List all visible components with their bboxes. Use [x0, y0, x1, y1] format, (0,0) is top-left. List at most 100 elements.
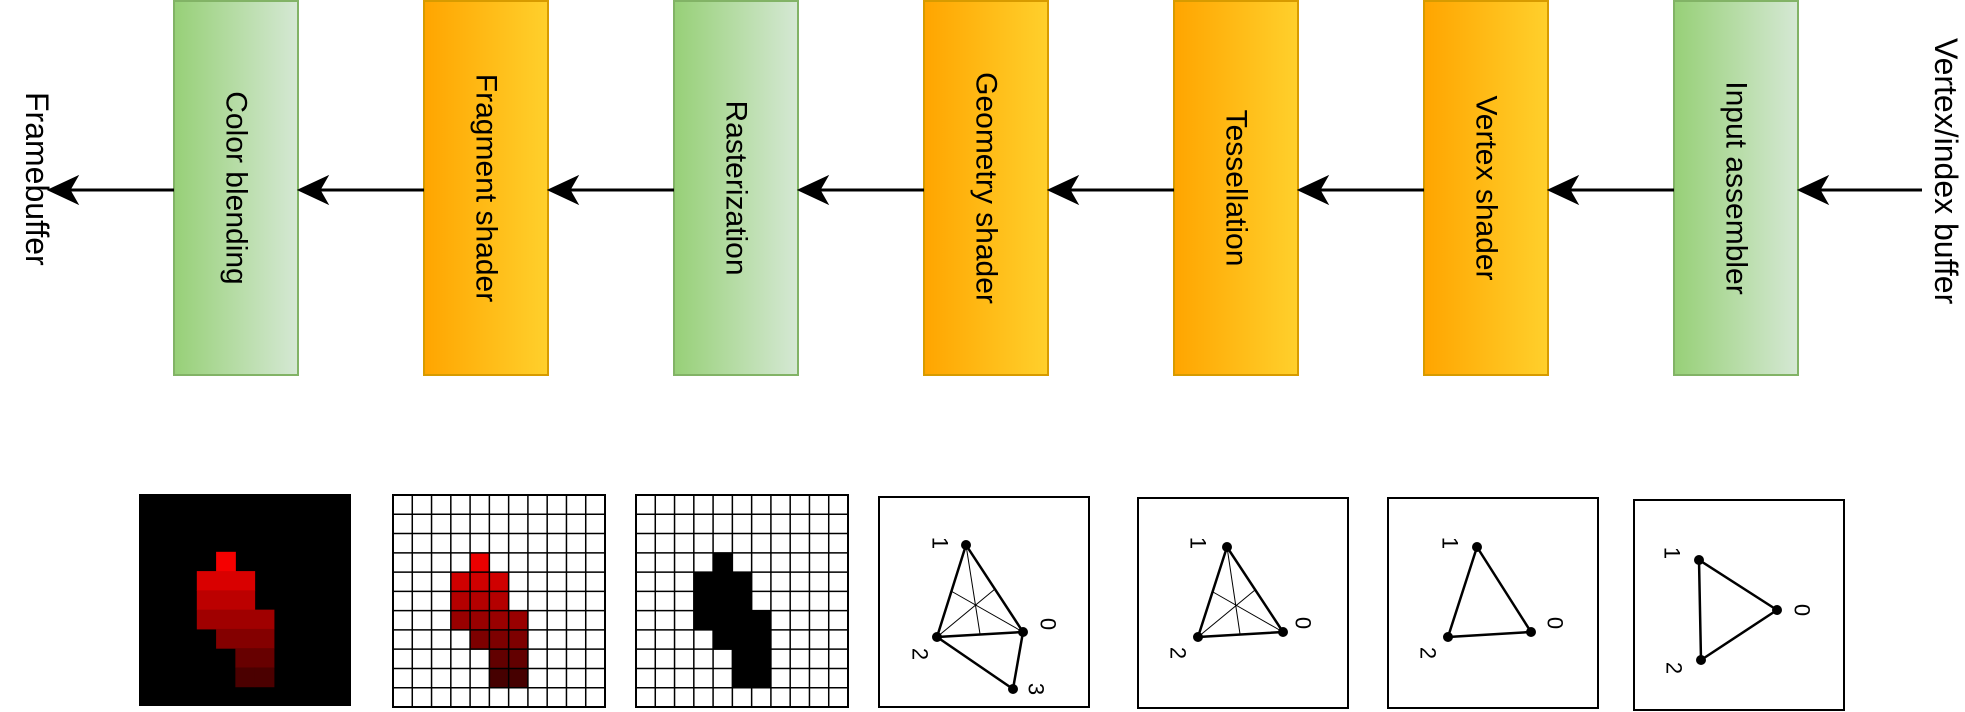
- stage-box: [673, 0, 799, 376]
- vertex-label-0: 0: [1291, 617, 1316, 629]
- vertex-2: [932, 632, 942, 642]
- output-label: Framebuffer: [19, 92, 55, 266]
- pixel-cell: [196, 571, 217, 591]
- pixel-cell: [450, 572, 471, 592]
- stage-box: [923, 0, 1049, 376]
- stage-tessellation: Tessellation: [1173, 0, 1299, 376]
- pixel-cell: [216, 571, 236, 591]
- vertex-1: [1472, 542, 1482, 552]
- pixel-cell: [732, 572, 753, 592]
- vertex-1: [1222, 542, 1232, 552]
- pixel-cell: [732, 649, 753, 669]
- stage-box: [1673, 0, 1799, 376]
- tessellation-lines: [1197, 546, 1284, 638]
- stage-vertex-shader: Vertex shader: [1423, 0, 1549, 376]
- pixel-cell: [713, 572, 733, 592]
- stage-label: Vertex shader: [1470, 95, 1503, 280]
- illustration-frame: [878, 496, 1090, 708]
- pixel-cell: [235, 667, 256, 688]
- pixel-cell: [713, 591, 733, 612]
- vertex-label-3: 3: [1024, 683, 1049, 695]
- vertex-2: [1443, 632, 1453, 642]
- vertex-label-0: 0: [1543, 617, 1568, 629]
- stage-label: Tessellation: [1220, 110, 1253, 267]
- vertex-2: [1193, 632, 1203, 642]
- pixel-cell: [235, 648, 256, 668]
- pixel-cell: [732, 610, 753, 631]
- triangle: [1697, 557, 1780, 663]
- input-label: Vertex/index buffer: [1928, 38, 1964, 305]
- vertex-label-1: 1: [1660, 547, 1685, 559]
- vertex-0: [1526, 627, 1536, 637]
- pixel-cell: [693, 610, 714, 631]
- vertex-3: [1008, 684, 1018, 694]
- pixel-cell: [713, 610, 733, 631]
- pixel-cell: [216, 590, 236, 611]
- pixel-cell: [751, 649, 772, 669]
- pixel-cell: [470, 591, 490, 612]
- pixel-cell: [450, 610, 471, 631]
- illustration-fragment-shader: [392, 494, 606, 708]
- pixel-cell: [693, 572, 714, 592]
- vertex-label-2: 2: [1166, 647, 1191, 659]
- vertex-label-0: 0: [1036, 618, 1061, 630]
- triangle: [1446, 544, 1534, 639]
- arrow-input-to-assembler: [1796, 174, 1922, 206]
- pixel-cell: [216, 609, 236, 630]
- arrow-tessellation-to-geometry: [1046, 174, 1174, 206]
- stage-label: Input assembler: [1720, 81, 1753, 294]
- arrow-blending-to-framebuffer: [46, 174, 174, 206]
- illustration-frame: [1387, 497, 1599, 709]
- pixel-cell: [693, 591, 714, 612]
- pipeline-arrows: [46, 174, 1922, 206]
- pixel-cell: [751, 668, 772, 689]
- vertex-label-1: 1: [1438, 537, 1463, 549]
- pixel-cell: [489, 649, 510, 669]
- vertex-0: [1772, 605, 1782, 615]
- vertex-2: [1696, 655, 1706, 665]
- pixel-cell: [732, 591, 753, 612]
- pixel-cell: [732, 668, 753, 689]
- pixel-cell: [216, 628, 236, 649]
- arrow-rasterization-to-fragment: [546, 174, 674, 206]
- stage-label: Color blending: [220, 91, 253, 284]
- tessellation-lines: [936, 544, 1024, 638]
- stage-input-assembler: Input assembler: [1673, 0, 1799, 376]
- illustration-frame: [1137, 497, 1349, 709]
- stage-box: [173, 0, 299, 376]
- vertex-label-0: 0: [1790, 604, 1815, 616]
- illustration-frame: [1633, 499, 1845, 711]
- arrow-fragment-to-blending: [296, 174, 424, 206]
- pixel-cell: [235, 609, 256, 630]
- arrow-geometry-to-rasterization: [796, 174, 924, 206]
- pixel-cell: [732, 629, 753, 650]
- illustration-rasterization: [635, 494, 849, 708]
- vertex-label-2: 2: [908, 648, 933, 660]
- pixel-cell: [235, 590, 256, 611]
- stage-label: Fragment shader: [470, 74, 503, 302]
- vertex-0: [1278, 627, 1288, 637]
- pixel-cell: [216, 551, 236, 572]
- pixel-cell: [489, 591, 510, 612]
- pixel-cell: [751, 629, 772, 650]
- stage-box: [1423, 0, 1549, 376]
- raster-grid-lines: [635, 494, 849, 708]
- pixel-cell: [489, 610, 510, 631]
- stage-box: [1173, 0, 1299, 376]
- fragment-shaded-cells: [450, 552, 529, 689]
- vertex-1: [1694, 555, 1704, 565]
- vertex-label-2: 2: [1662, 662, 1687, 674]
- pixel-cell: [508, 668, 529, 689]
- pixel-cell: [235, 628, 256, 649]
- pixel-cell: [450, 591, 471, 612]
- pixel-cell: [235, 571, 256, 591]
- pixel-cell: [713, 629, 733, 650]
- stage-color-blending: Color blending: [173, 0, 299, 376]
- pixel-cell: [470, 629, 490, 650]
- pixel-cell: [508, 610, 529, 631]
- pixel-cell: [751, 610, 772, 631]
- vertex-label-1: 1: [928, 537, 953, 549]
- illustration-input-assembler: 0 1 2: [1633, 499, 1845, 711]
- pixel-cell: [196, 609, 217, 630]
